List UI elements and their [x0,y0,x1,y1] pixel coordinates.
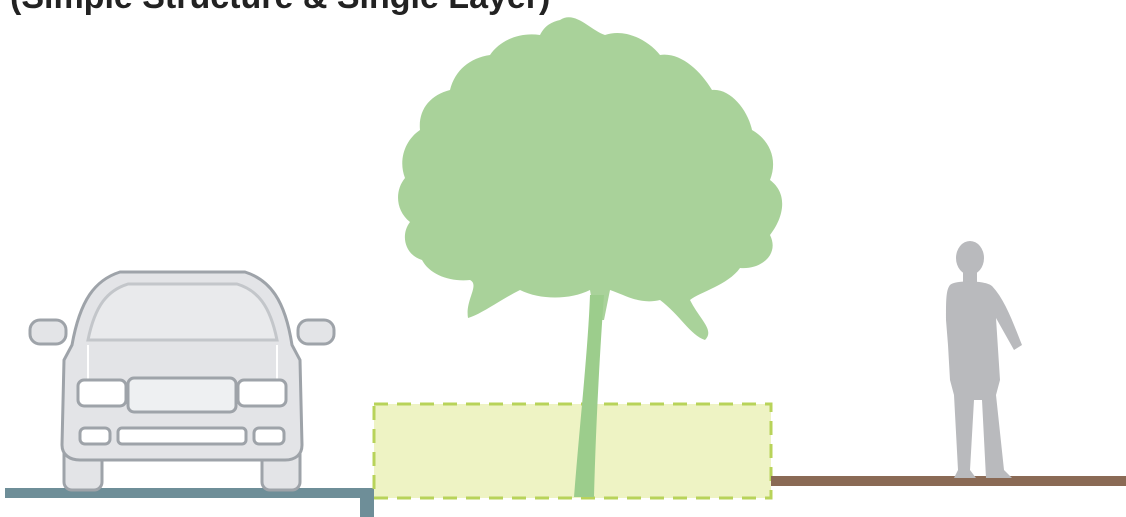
road-surface [5,488,367,498]
curb [360,488,374,517]
sidewalk [771,476,1126,486]
car-icon [30,272,334,490]
tree-canopy [398,17,782,340]
planting-zone [374,404,771,498]
person-icon [946,241,1022,478]
